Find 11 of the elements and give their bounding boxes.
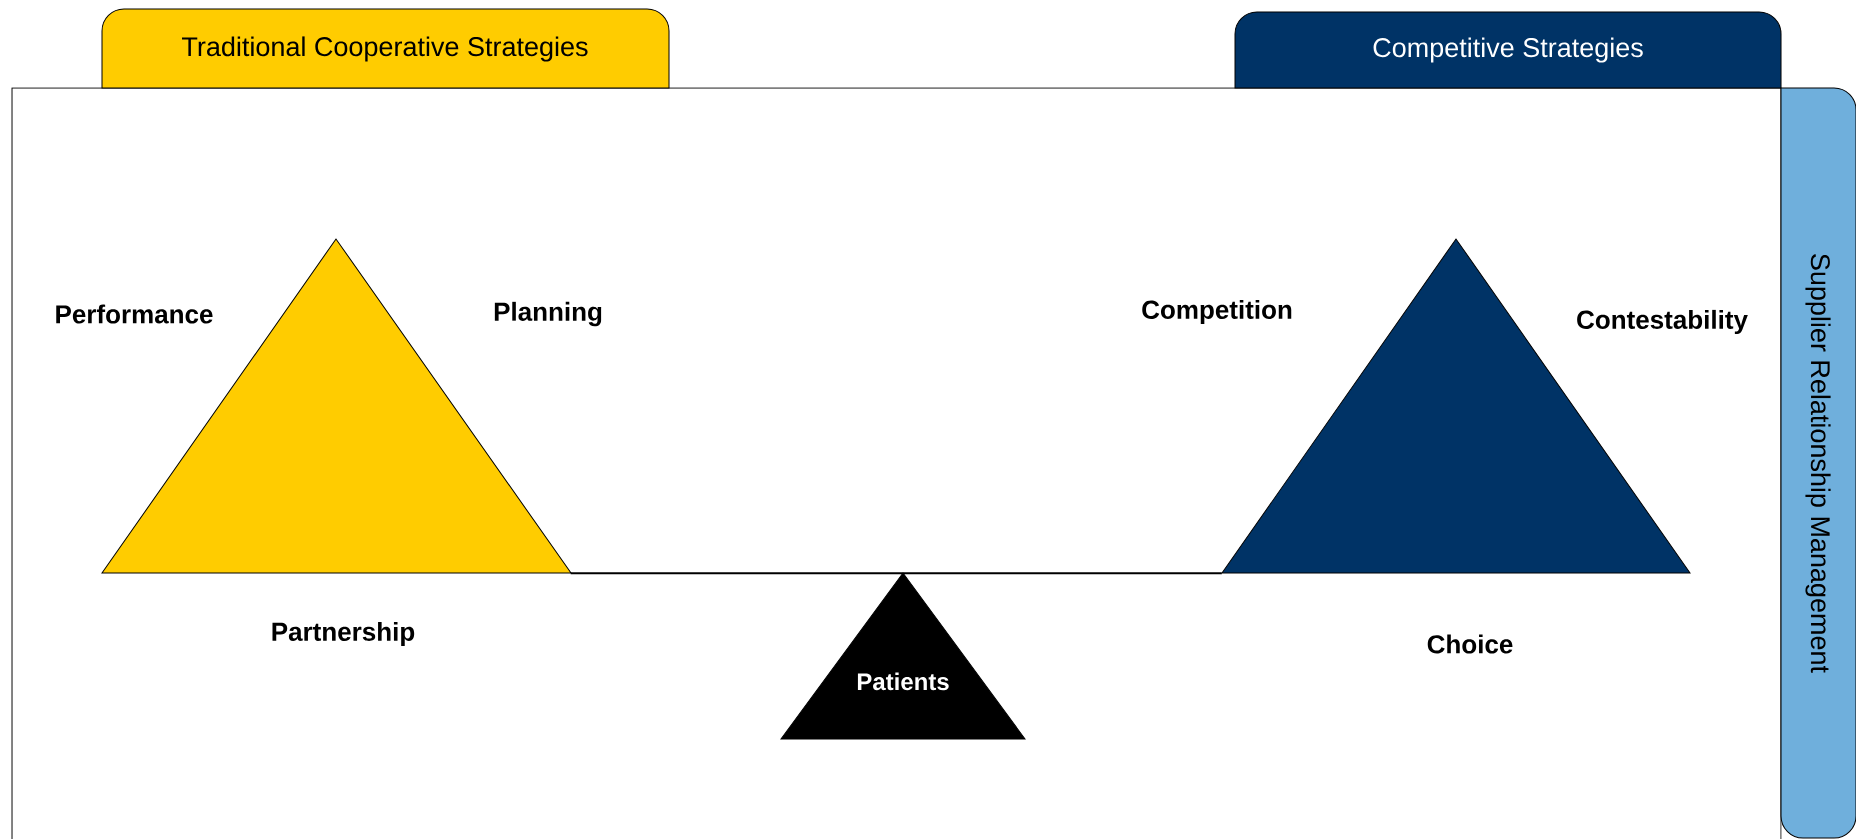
label-text: Choice [1427, 634, 1513, 654]
tab: Traditional Cooperative Strategies [101, 8, 670, 89]
tab: Supplier Relationship Management [1780, 87, 1856, 839]
tab: Competitive Strategies [1234, 11, 1782, 89]
label-text: Performance [56, 304, 213, 324]
label-text: Competition [1142, 299, 1292, 325]
label-text: Partnership [272, 621, 415, 647]
label-text: Planning [494, 301, 602, 327]
triangle: Patients [780, 572, 1026, 740]
label-text: Contestability [1577, 309, 1748, 335]
beam-line [569, 572, 1223, 575]
